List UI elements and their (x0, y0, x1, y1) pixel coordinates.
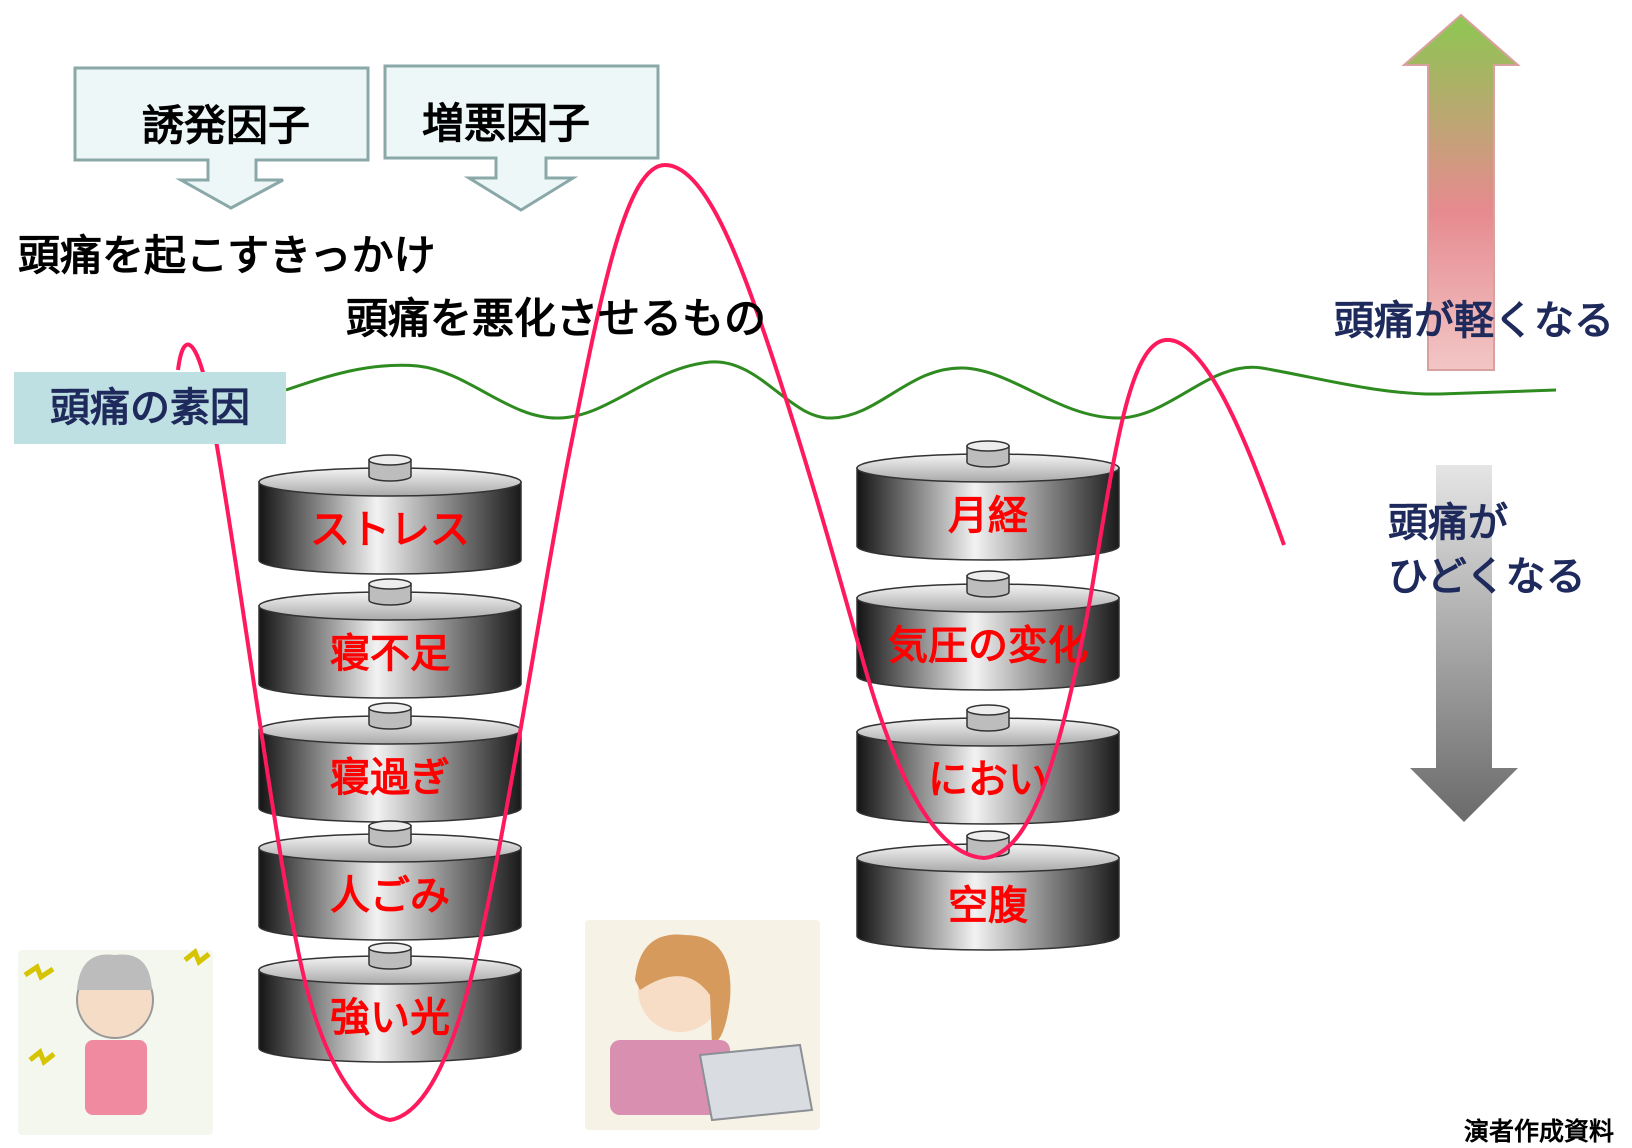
left-weight-label-3: 寝過ぎ (330, 755, 450, 801)
left-weight-2: 寝不足 (258, 578, 522, 699)
worse-label-line1: 頭痛が (1388, 500, 1508, 546)
aggravate-callout (383, 64, 660, 212)
aggravate-description: 頭痛を悪化させるもの (346, 294, 767, 343)
up-arrow (1401, 13, 1521, 371)
right-weight-label-3: におい (928, 757, 1048, 803)
right-weight-label-4: 空腹 (948, 883, 1029, 929)
office-woman-illustration (585, 920, 820, 1130)
right-weight-label-2: 気圧の変化 (888, 623, 1088, 669)
left-weight-label-5: 強い光 (330, 995, 450, 1041)
right-weight-3: におい (856, 704, 1120, 825)
aggravating-factor-title: 増悪因子 (422, 99, 591, 148)
right-weight-label-1: 月経 (948, 493, 1029, 539)
right-weight-4: 空腹 (856, 830, 1120, 951)
trigger-description: 頭痛を起こすきっかけ (18, 231, 436, 280)
lighter-label: 頭痛が軽くなる (1334, 298, 1614, 344)
source-note: 演者作成資料 (1464, 1117, 1615, 1146)
trigger-factor-title: 誘発因子 (142, 101, 311, 150)
left-weight-1: ストレス (258, 454, 522, 575)
left-weight-3: 寝過ぎ (258, 702, 522, 823)
trigger-callout (73, 66, 370, 210)
threshold-curve (176, 162, 1286, 1123)
left-weight-4: 人ごみ (258, 820, 522, 941)
predisposition-label: 頭痛の素因 (14, 372, 286, 444)
worse-label-line2: ひどくなる (1388, 554, 1586, 600)
left-weight-label-4: 人ごみ (330, 873, 450, 919)
left-weight-label-2: 寝不足 (330, 631, 450, 677)
down-arrow (1410, 465, 1518, 822)
predisposition-baseline (285, 360, 1557, 420)
left-weight-label-1: ストレス (310, 507, 470, 553)
right-weight-2: 気圧の変化 (856, 570, 1120, 691)
right-weight-1: 月経 (856, 440, 1120, 561)
pained-woman-illustration (18, 947, 213, 1135)
